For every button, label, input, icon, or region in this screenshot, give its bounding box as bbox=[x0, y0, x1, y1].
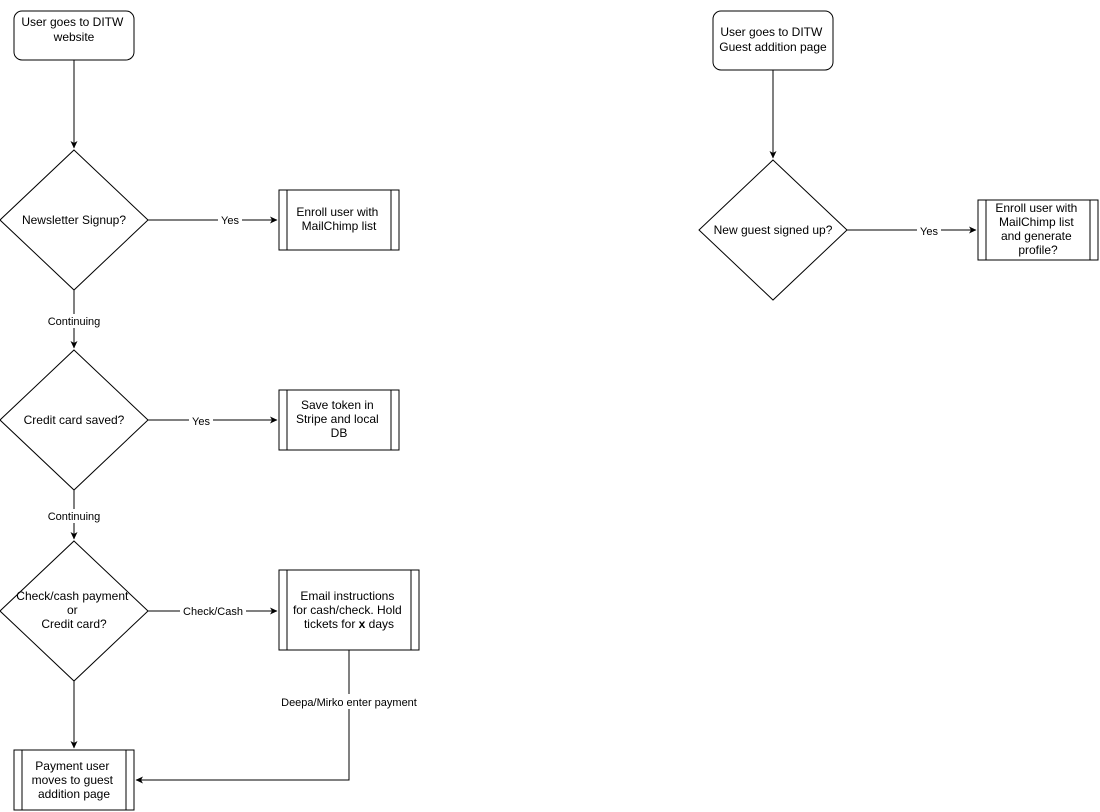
svg-text:Newsletter Signup?: Newsletter Signup? bbox=[22, 213, 126, 227]
svg-text:Payment user moves to gu: Payment user moves to guest addition pag… bbox=[32, 759, 117, 801]
save-token-line-2: Stripe and local bbox=[296, 412, 379, 426]
payment-guest-line-1: Payment user bbox=[35, 759, 109, 773]
enroll-mailchimp-line-1: Enroll user with bbox=[296, 205, 378, 219]
svg-text:New guest signed up?: New guest signed up? bbox=[714, 223, 833, 237]
email-instructions-hold-days: x bbox=[359, 617, 366, 631]
edge-label-check-cash: Check/Cash bbox=[183, 606, 243, 618]
email-instructions-line-3-end: days bbox=[365, 617, 394, 631]
email-instructions-line-2: for cash/check. Hold bbox=[293, 603, 402, 617]
payment-decision-line-1: Check/cash payment bbox=[16, 589, 129, 603]
svg-text:User goes to DITW Guest: User goes to DITW Guest addition page bbox=[719, 25, 827, 54]
svg-text:User goes to DITW websit: User goes to DITW website bbox=[21, 15, 126, 44]
edge-label-newsletter-yes: Yes bbox=[221, 215, 239, 227]
new-guest-decision[interactable]: New guest signed up? bbox=[698, 159, 848, 301]
edge-label-newsletter-continuing: Continuing bbox=[48, 316, 101, 328]
svg-text:Check/cash payment or: Check/cash payment or Credit card? bbox=[16, 589, 131, 631]
start-node-website[interactable]: User goes to DITW website bbox=[13, 10, 135, 61]
credit-card-saved-decision[interactable]: Credit card saved? bbox=[0, 349, 149, 491]
email-instructions-line-1: Email instructions bbox=[300, 589, 394, 603]
svg-text:Save token in Stripe and: Save token in Stripe and local DB bbox=[296, 398, 382, 440]
enroll-profile-line-2: MailChimp list bbox=[999, 215, 1074, 229]
enroll-mailchimp-line-2: MailChimp list bbox=[302, 219, 377, 233]
payment-decision-line-3: Credit card? bbox=[41, 617, 107, 631]
svg-text:Enroll user with MailChi: Enroll user with MailChimp list bbox=[296, 205, 381, 233]
email-instructions-line-3-start: tickets for bbox=[304, 617, 359, 631]
credit-decision-label: Credit card saved? bbox=[24, 413, 125, 427]
save-token-line-3: DB bbox=[331, 426, 348, 440]
enroll-profile-line-1: Enroll user with bbox=[995, 201, 1077, 215]
enroll-profile-line-4: profile? bbox=[1018, 243, 1058, 257]
payment-guest-line-2: moves to guest bbox=[32, 773, 114, 787]
newsletter-signup-decision[interactable]: Newsletter Signup? bbox=[0, 149, 149, 291]
enroll-profile-line-3: and generate bbox=[1001, 229, 1072, 243]
start-node-guest-page[interactable]: User goes to DITW Guest addition page bbox=[712, 10, 834, 71]
payment-guest-line-3: addition page bbox=[38, 787, 110, 801]
edge-label-deepa-mirko: Deepa/Mirko enter payment bbox=[281, 697, 417, 709]
edge-label-credit-continuing: Continuing bbox=[48, 511, 101, 523]
edge-label-guest-yes: Yes bbox=[920, 226, 938, 238]
email-instructions-process[interactable]: Email instructions for cash/check. Hold … bbox=[278, 569, 420, 651]
start-website-line-2: website bbox=[53, 30, 95, 44]
svg-text:Credit card saved?: Credit card saved? bbox=[24, 413, 125, 427]
edge-label-credit-yes: Yes bbox=[192, 416, 210, 428]
svg-text:Email instructions for c: Email instructions for cash/check. Hold … bbox=[293, 589, 405, 631]
payment-decision-line-2: or bbox=[67, 603, 78, 617]
start-guest-line-2: Guest addition page bbox=[719, 40, 827, 54]
enroll-and-profile-process[interactable]: Enroll user with MailChimp list and gene… bbox=[977, 199, 1099, 261]
start-website-line-1: User goes to DITW bbox=[21, 15, 124, 29]
start-guest-line-1: User goes to DITW bbox=[720, 25, 823, 39]
newsletter-decision-label: Newsletter Signup? bbox=[22, 213, 126, 227]
enroll-mailchimp-process[interactable]: Enroll user with MailChimp list bbox=[278, 189, 400, 251]
svg-text:Enroll user with MailChi: Enroll user with MailChimp list and gene… bbox=[995, 201, 1080, 257]
edge-deepa-mirko-payment bbox=[135, 650, 350, 784]
payment-user-guest-page-process[interactable]: Payment user moves to guest addition pag… bbox=[13, 749, 135, 811]
save-token-line-1: Save token in bbox=[301, 398, 374, 412]
save-token-process[interactable]: Save token in Stripe and local DB bbox=[278, 389, 400, 451]
payment-method-decision[interactable]: Check/cash payment or Credit card? bbox=[0, 540, 149, 682]
new-guest-decision-label: New guest signed up? bbox=[714, 223, 833, 237]
